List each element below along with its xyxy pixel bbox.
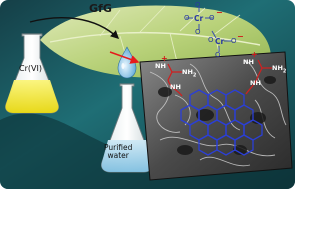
dichromate-oxygen: O xyxy=(208,36,214,44)
graphical-abstract: GfG Cr(VI) Purified water O O Cr O − O O… xyxy=(0,0,295,189)
contaminant-label: Cr(VI) xyxy=(19,64,42,73)
guanidine-amine-right: NH2 xyxy=(272,64,287,75)
chromate-oxygen-right: O xyxy=(209,14,215,22)
scene-illustration xyxy=(0,0,295,189)
guanidine-linkers xyxy=(167,59,272,97)
process-arrow xyxy=(29,17,120,39)
guanidine-imine-right: NH xyxy=(243,58,254,66)
dichromate-charge: − xyxy=(237,32,244,41)
chromate-cr-1: Cr xyxy=(194,14,204,23)
purified-flask xyxy=(101,83,153,173)
guanidine-charge-left: + xyxy=(161,54,168,63)
chromate-cr-2: Cr xyxy=(215,37,225,46)
dichromate-oxygen-bottom: O xyxy=(215,51,221,59)
sem-micrograph xyxy=(139,51,293,181)
adsorption-arrow xyxy=(109,51,140,64)
guanidine-amine-left: NH2 xyxy=(182,68,197,79)
guanidine-charge-right: + xyxy=(251,50,258,59)
adsorbent-label: GfG xyxy=(89,2,112,15)
chromate-oxygen-bottom: O xyxy=(195,28,201,36)
chromate-ion xyxy=(186,6,232,52)
contaminated-flask xyxy=(5,33,59,114)
purified-water-label: Purified water xyxy=(104,143,133,160)
chromate-oxygen-top: O xyxy=(195,1,201,9)
guanidine-imine-left: NH xyxy=(155,62,166,70)
graphene-lattice xyxy=(180,89,263,156)
chromate-charge: − xyxy=(216,8,223,17)
guanidine-link-right: NH xyxy=(250,79,261,87)
guanidine-link-left: NH xyxy=(170,83,181,91)
dichromate-oxygen-right: O xyxy=(231,37,237,45)
chromate-oxygen-left: O xyxy=(184,14,190,22)
